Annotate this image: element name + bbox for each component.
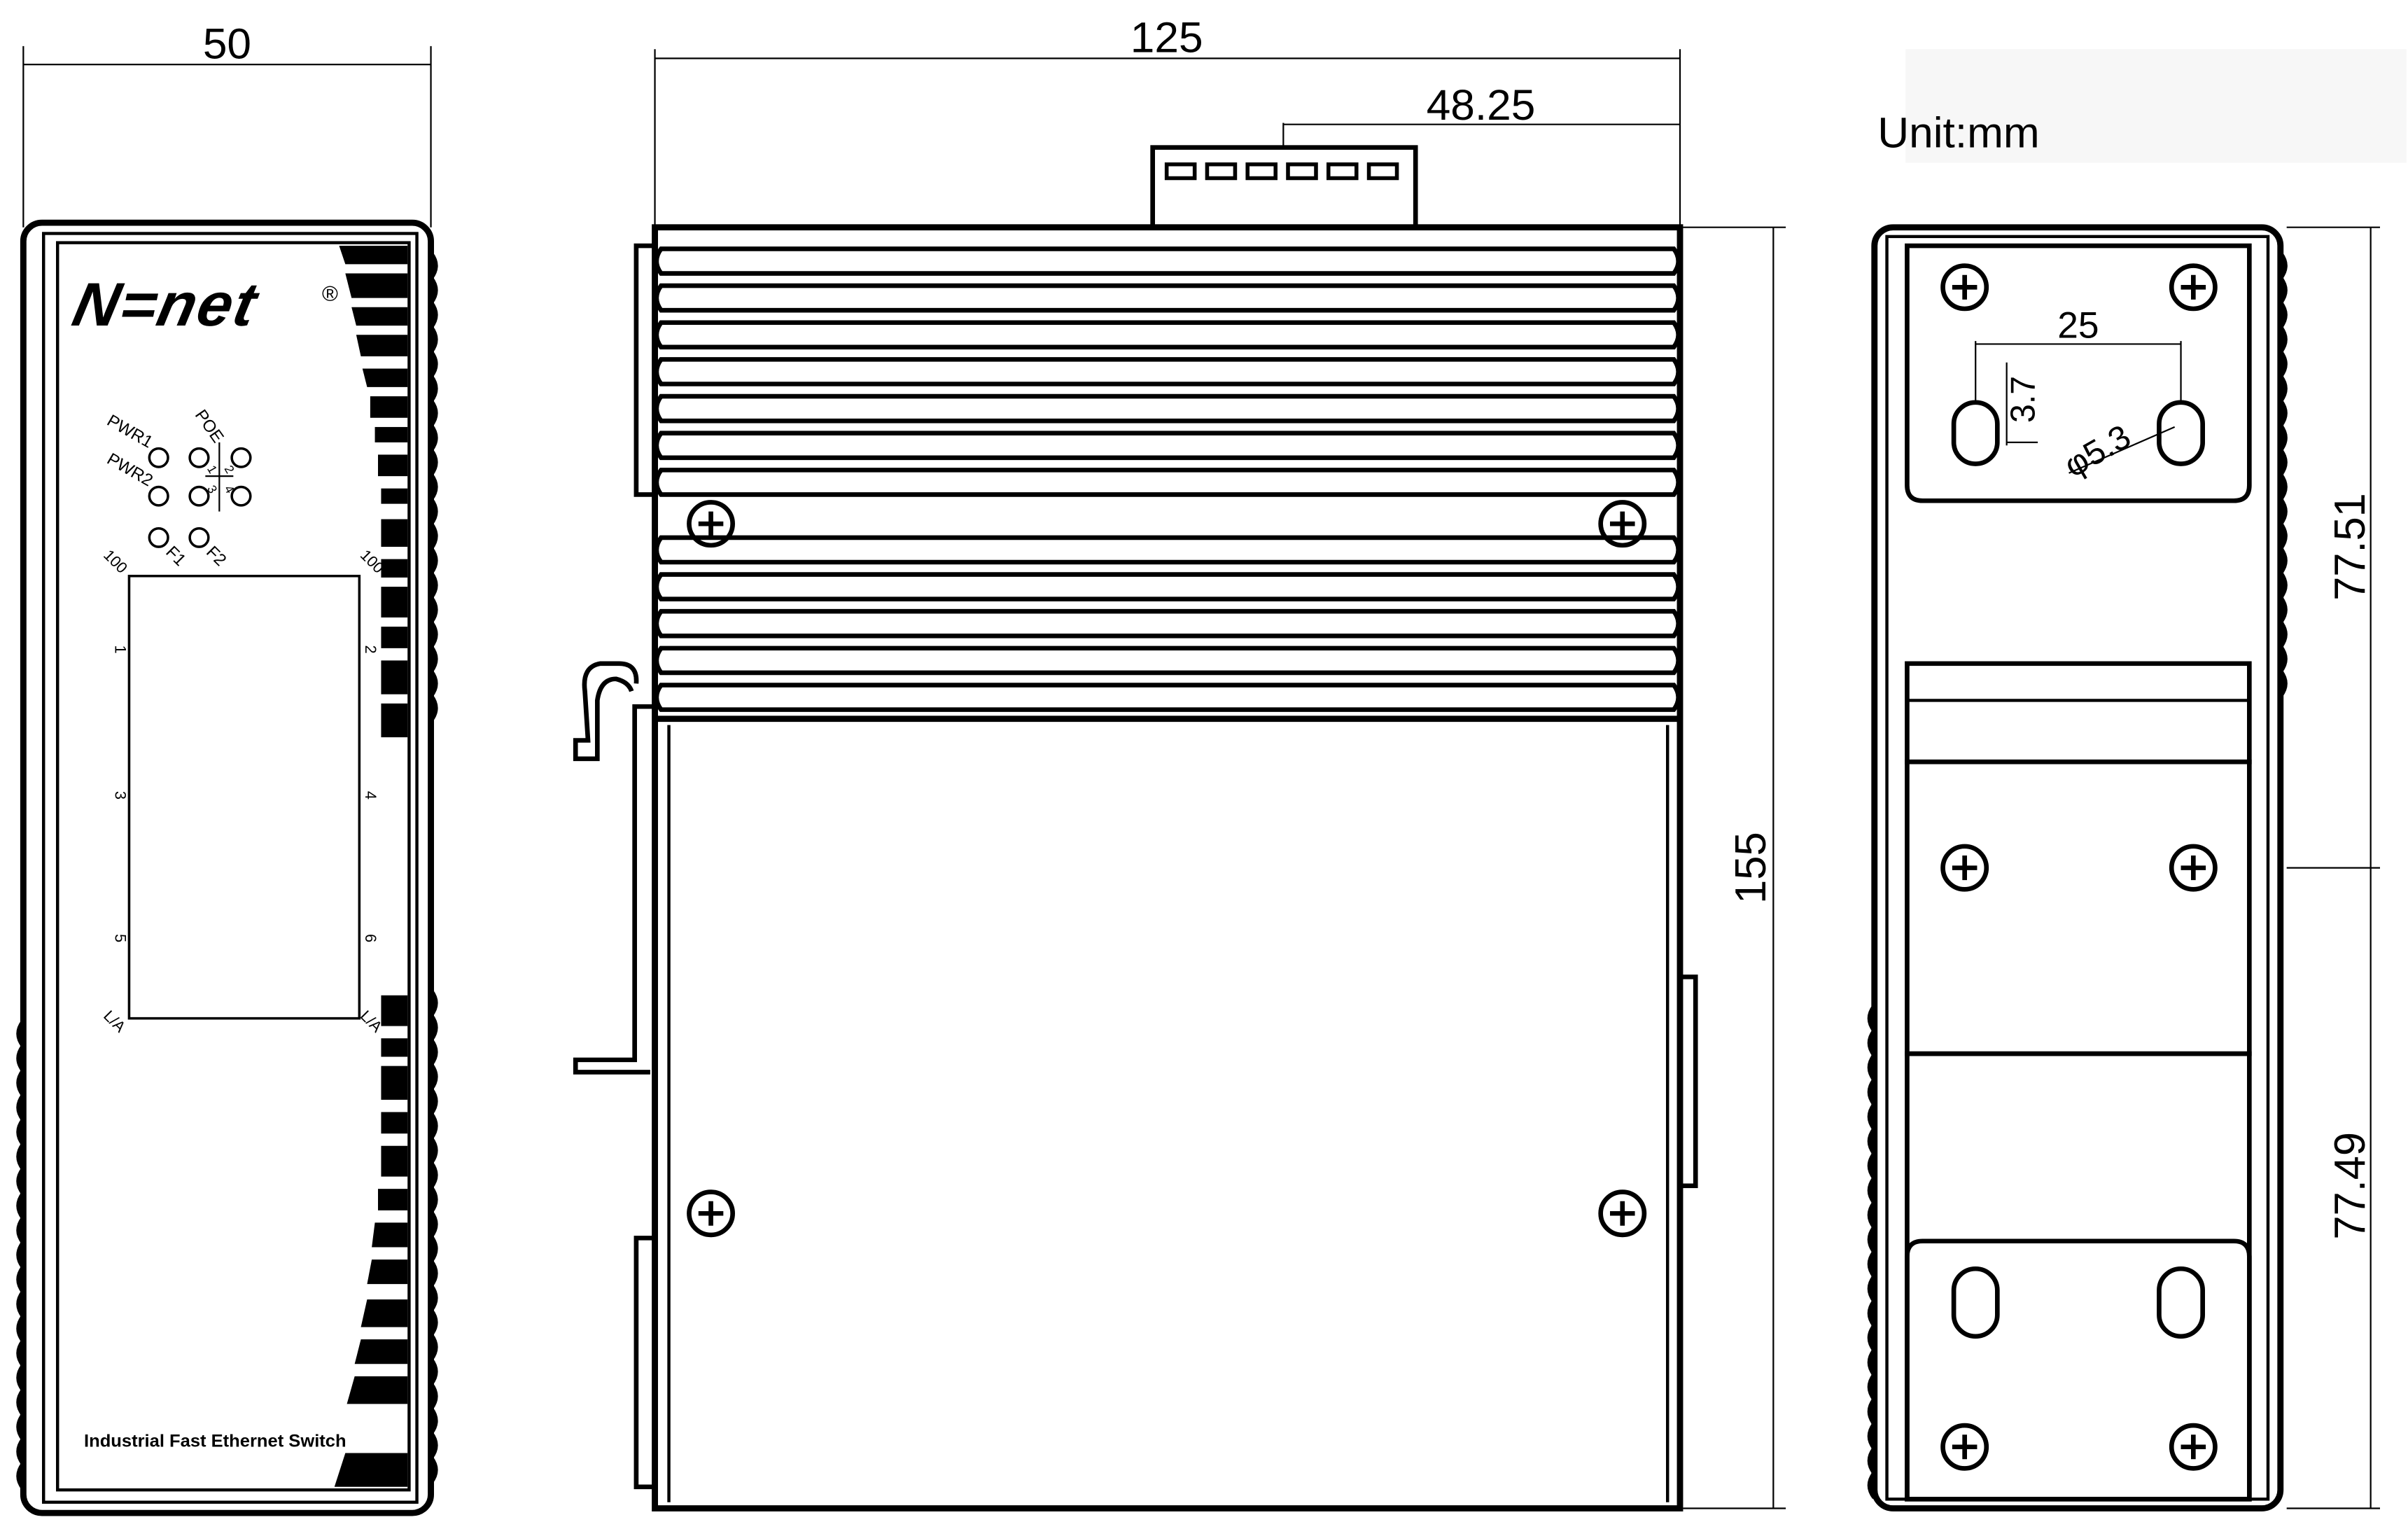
registered-mark: ®	[322, 281, 338, 306]
pwr1-led	[148, 447, 169, 468]
port-1-label: 1	[111, 645, 129, 653]
rear-screws	[1940, 263, 2218, 1471]
pwr2-led	[148, 485, 169, 507]
f2-led	[188, 526, 210, 548]
port-4-label: 4	[362, 791, 379, 800]
screw	[1940, 844, 1989, 892]
poe-port-3-label: 3	[204, 483, 220, 496]
f1-label: F1	[162, 543, 189, 570]
screw	[1940, 1423, 1989, 1471]
rear-upper-height-dimension: 77.51	[2325, 493, 2374, 601]
lower-mounting-plate	[1905, 1238, 2252, 1502]
front-width-dimension: 50	[203, 20, 251, 69]
ethernet-port-window	[127, 574, 361, 1020]
upper-slot-left	[1951, 400, 2000, 466]
port-3-label: 3	[111, 791, 129, 800]
front-faceplate	[56, 241, 411, 1492]
lower-slot-right	[2157, 1266, 2205, 1339]
side-view	[573, 49, 1786, 1511]
front-view	[16, 46, 438, 1516]
f2-label: F2	[202, 543, 230, 570]
upper-slot-right	[2157, 400, 2205, 466]
screw	[687, 1189, 735, 1238]
side-housing	[652, 224, 1684, 1511]
poe-port-2-label: 2	[222, 463, 237, 475]
rear-housing	[1871, 224, 2284, 1511]
screw	[1940, 263, 1989, 312]
front-leds	[148, 442, 252, 548]
poe-led-2	[230, 447, 252, 468]
side-screws	[687, 500, 1647, 1238]
screw	[2169, 1423, 2218, 1471]
terminal-block-pins	[1164, 162, 1399, 181]
port-6-label: 6	[362, 934, 379, 942]
rear-hole-diameter-dimension: φ5.3	[2058, 418, 2137, 485]
din-rail-clip	[573, 243, 655, 1075]
rear-lower-height-dimension: 77.49	[2325, 1132, 2374, 1240]
faceplate-stripes	[334, 246, 408, 1487]
height-dimension: 155	[1727, 832, 1775, 903]
right-grip-ribs	[428, 252, 438, 1484]
front-housing	[20, 219, 434, 1516]
poe-led-4	[230, 485, 252, 507]
heat-sink-fins	[654, 246, 1681, 712]
poe-led-1	[188, 447, 210, 468]
unit-label: Unit:mm	[1877, 109, 2040, 158]
port-2-label: 2	[362, 645, 379, 653]
terminal-offset-dimension: 48.25	[1427, 81, 1536, 130]
rear-hole-spacing-dimension: 25	[2057, 305, 2099, 347]
poe-led-3	[188, 485, 210, 507]
poe-label: POE	[191, 406, 227, 446]
port-5-label: 5	[111, 934, 129, 942]
screw	[2169, 263, 2218, 312]
terminal-block	[1150, 145, 1418, 230]
f1-led	[148, 526, 169, 548]
screw	[687, 500, 735, 548]
brand-logo: N=net ®	[67, 270, 338, 339]
unit-label-background	[1905, 49, 2407, 163]
brand-logo-text: N=net	[67, 270, 265, 339]
port-left-100-label: 100	[100, 546, 131, 576]
product-name: Industrial Fast Ethernet Switch	[84, 1432, 346, 1451]
screw	[2169, 844, 2218, 892]
rear-view	[1867, 224, 2380, 1511]
screw	[1598, 1189, 1647, 1238]
upper-mounting-plate	[1905, 243, 2252, 503]
side-width-dimension: 125	[1130, 14, 1203, 62]
left-grip-ribs	[16, 1020, 27, 1490]
pwr1-label: PWR1	[104, 411, 156, 452]
port-left-la-label: L/A	[100, 1007, 130, 1035]
rear-hole-width-dimension: 3.7	[2004, 376, 2042, 423]
lower-slot-left	[1951, 1266, 2000, 1339]
pwr2-label: PWR2	[104, 449, 156, 490]
screw	[1598, 500, 1647, 548]
poe-port-4-label: 4	[222, 483, 237, 496]
rear-grip-ribs	[1867, 252, 2288, 1500]
